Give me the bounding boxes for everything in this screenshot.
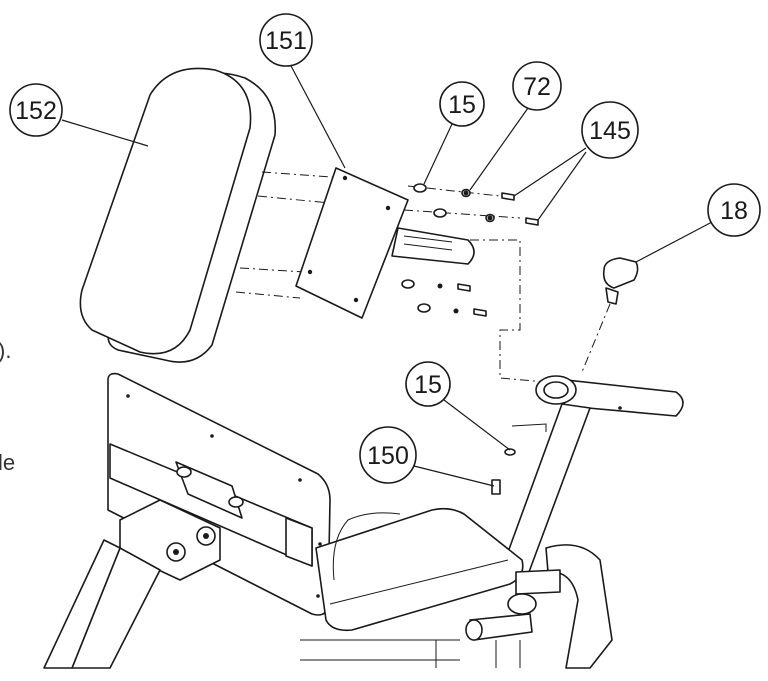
main-frame-legs-part <box>43 539 460 669</box>
callout-152: 152 <box>9 83 149 147</box>
fastener-set-lower <box>401 279 487 317</box>
front-mount-block-part <box>119 499 221 581</box>
seat-cushion-part <box>315 507 524 632</box>
seat-post-arm-part <box>499 375 684 581</box>
callout-151: 151 <box>259 13 346 169</box>
side-text-fragment-le: le <box>0 450 15 475</box>
callout-label-18: 18 <box>720 197 748 225</box>
back-pad-part <box>79 67 277 363</box>
callout-145: 145 <box>513 101 639 221</box>
slotted-bracket-part <box>391 227 475 265</box>
callout-label-145: 145 <box>589 117 631 145</box>
side-text-fragment-period: ). <box>0 338 11 363</box>
callout-18: 18 <box>635 183 761 263</box>
callout-label-72: 72 <box>523 73 551 101</box>
callout-15-lower: 15 <box>405 361 511 451</box>
callout-label-151: 151 <box>265 27 307 55</box>
assembly-dashed-lines <box>403 185 547 383</box>
adjustment-knob-part <box>581 257 639 373</box>
pad-mount-dashed-lines <box>235 171 346 299</box>
callout-label-150: 150 <box>367 442 409 470</box>
mounting-plate-part <box>295 167 409 319</box>
callout-label-15-upper: 15 <box>448 91 476 119</box>
fastener-set-upper <box>413 183 539 226</box>
cross-bar-part <box>109 443 313 567</box>
rear-frame-rollers-part <box>435 544 613 669</box>
callout-15-upper: 15 <box>423 81 485 185</box>
callout-72: 72 <box>469 61 562 191</box>
callout-label-152: 152 <box>15 97 57 125</box>
pin-bolt-part <box>491 423 547 495</box>
callout-label-15-lower: 15 <box>414 371 442 399</box>
callout-150: 150 <box>359 426 495 487</box>
